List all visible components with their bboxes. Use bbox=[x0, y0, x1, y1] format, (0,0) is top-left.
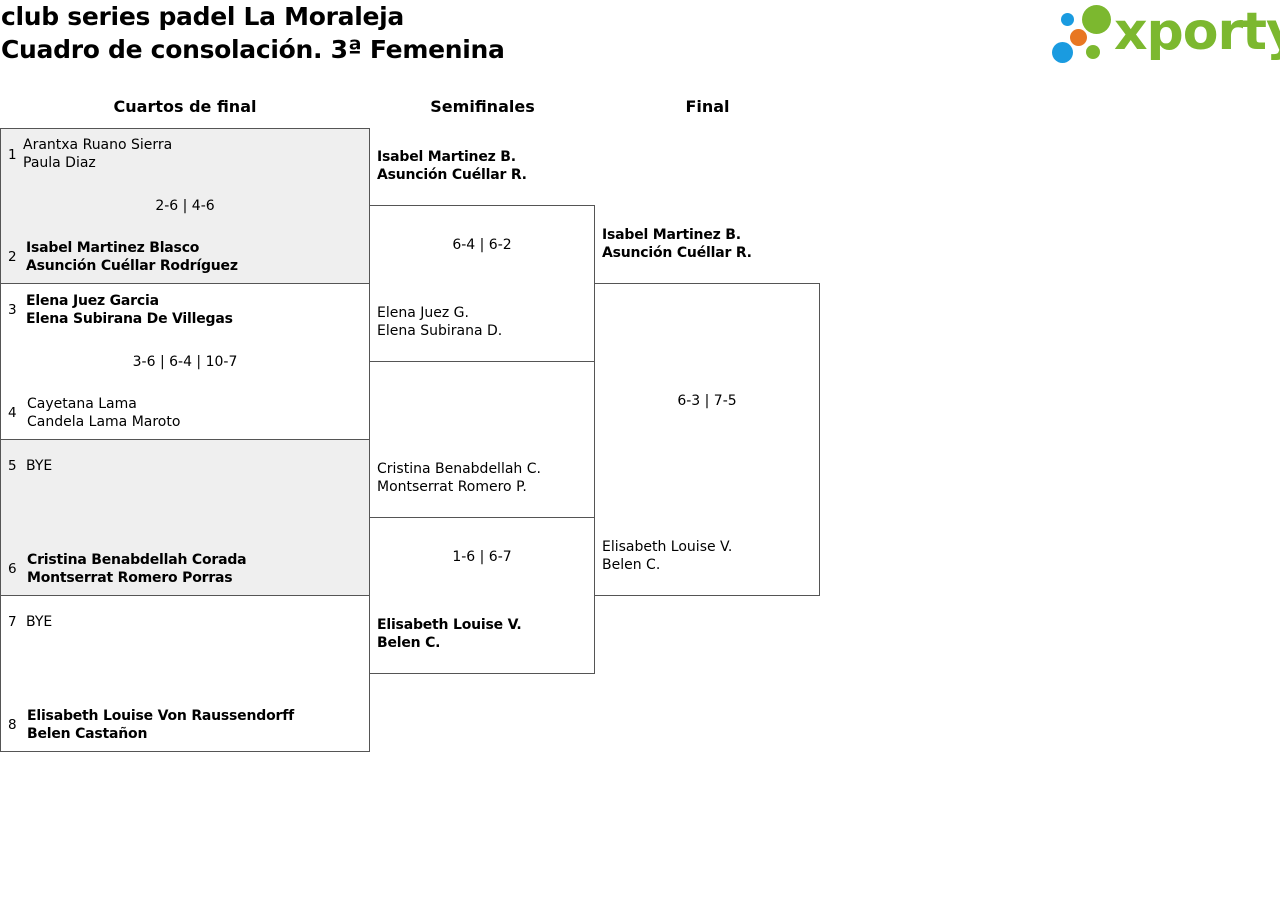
seed-number: 8 bbox=[8, 717, 17, 733]
final-team-top-winner[interactable]: Isabel Martinez B. Asunción Cuéllar R. bbox=[602, 227, 752, 261]
sf2-team-bottom-winner[interactable]: Elisabeth Louise V. Belen C. bbox=[377, 617, 522, 651]
sf1-team-top-winner[interactable]: Isabel Martinez B. Asunción Cuéllar R. bbox=[377, 149, 527, 183]
seed-number: 4 bbox=[8, 405, 17, 421]
page-subtitle: Cuadro de consolación. 3ª Femenina bbox=[1, 35, 505, 64]
sf2-team-top[interactable]: Cristina Benabdellah C. Montserrat Romer… bbox=[377, 461, 541, 495]
final-match[interactable]: 6-3 | 7-5 Elisabeth Louise V. Belen C. bbox=[594, 283, 820, 596]
qf-match-1[interactable]: 1 Arantxa Ruano Sierra Paula Diaz 2-6 | … bbox=[0, 128, 370, 284]
seed-number: 5 bbox=[8, 458, 17, 474]
match-score: 3-6 | 6-4 | 10-7 bbox=[132, 354, 238, 370]
match-score: 2-6 | 4-6 bbox=[155, 198, 215, 214]
round-header-quarterfinals: Cuartos de final bbox=[113, 97, 257, 116]
sf-match-2[interactable]: 1-6 | 6-7 Elisabeth Louise V. Belen C. bbox=[369, 517, 595, 674]
qf-match-4[interactable]: 7 BYE 8 Elisabeth Louise Von Raussendorf… bbox=[0, 595, 370, 752]
team-entry-winner[interactable]: Elisabeth Louise Von Raussendorff Belen … bbox=[27, 708, 294, 742]
page-title: club series padel La Moraleja bbox=[1, 2, 404, 31]
sf1-team-bottom[interactable]: Elena Juez G. Elena Subirana D. bbox=[377, 305, 503, 339]
team-entry-bye: BYE bbox=[26, 458, 53, 474]
qf-match-3[interactable]: 5 BYE 6 Cristina Benabdellah Corada Mont… bbox=[0, 439, 370, 596]
logo-dot-blue-large-icon bbox=[1052, 42, 1073, 63]
team-entry-winner[interactable]: Isabel Martinez Blasco Asunción Cuéllar … bbox=[26, 240, 238, 274]
team-entry[interactable]: Cayetana Lama Candela Lama Maroto bbox=[27, 396, 181, 430]
match-score: 6-4 | 6-2 bbox=[452, 237, 512, 253]
logo-dot-orange-icon bbox=[1070, 29, 1087, 46]
team-entry-bye: BYE bbox=[26, 614, 53, 630]
logo-dot-green-icon bbox=[1082, 5, 1111, 34]
final-team-bottom[interactable]: Elisabeth Louise V. Belen C. bbox=[602, 539, 733, 573]
qf-match-2[interactable]: 3 Elena Juez Garcia Elena Subirana De Vi… bbox=[0, 283, 370, 440]
logo-wordmark: xporty bbox=[1114, 2, 1280, 62]
sf-match-1[interactable]: 6-4 | 6-2 Elena Juez G. Elena Subirana D… bbox=[369, 205, 595, 362]
xporty-logo[interactable]: xporty bbox=[1050, 2, 1280, 68]
team-entry-winner[interactable]: Elena Juez Garcia Elena Subirana De Vill… bbox=[26, 293, 233, 327]
logo-dot-blue-icon bbox=[1061, 13, 1074, 26]
seed-number: 1 bbox=[8, 147, 17, 163]
team-entry-winner[interactable]: Cristina Benabdellah Corada Montserrat R… bbox=[27, 552, 247, 586]
team-entry[interactable]: Arantxa Ruano Sierra Paula Diaz bbox=[23, 137, 173, 171]
seed-number: 2 bbox=[8, 249, 17, 265]
seed-number: 7 bbox=[8, 614, 17, 630]
match-score: 6-3 | 7-5 bbox=[677, 393, 737, 409]
seed-number: 3 bbox=[8, 302, 17, 318]
round-header-semifinals: Semifinales bbox=[430, 97, 535, 116]
logo-dot-green-small-icon bbox=[1086, 45, 1100, 59]
seed-number: 6 bbox=[8, 561, 17, 577]
match-score: 1-6 | 6-7 bbox=[452, 549, 512, 565]
round-header-final: Final bbox=[685, 97, 730, 116]
